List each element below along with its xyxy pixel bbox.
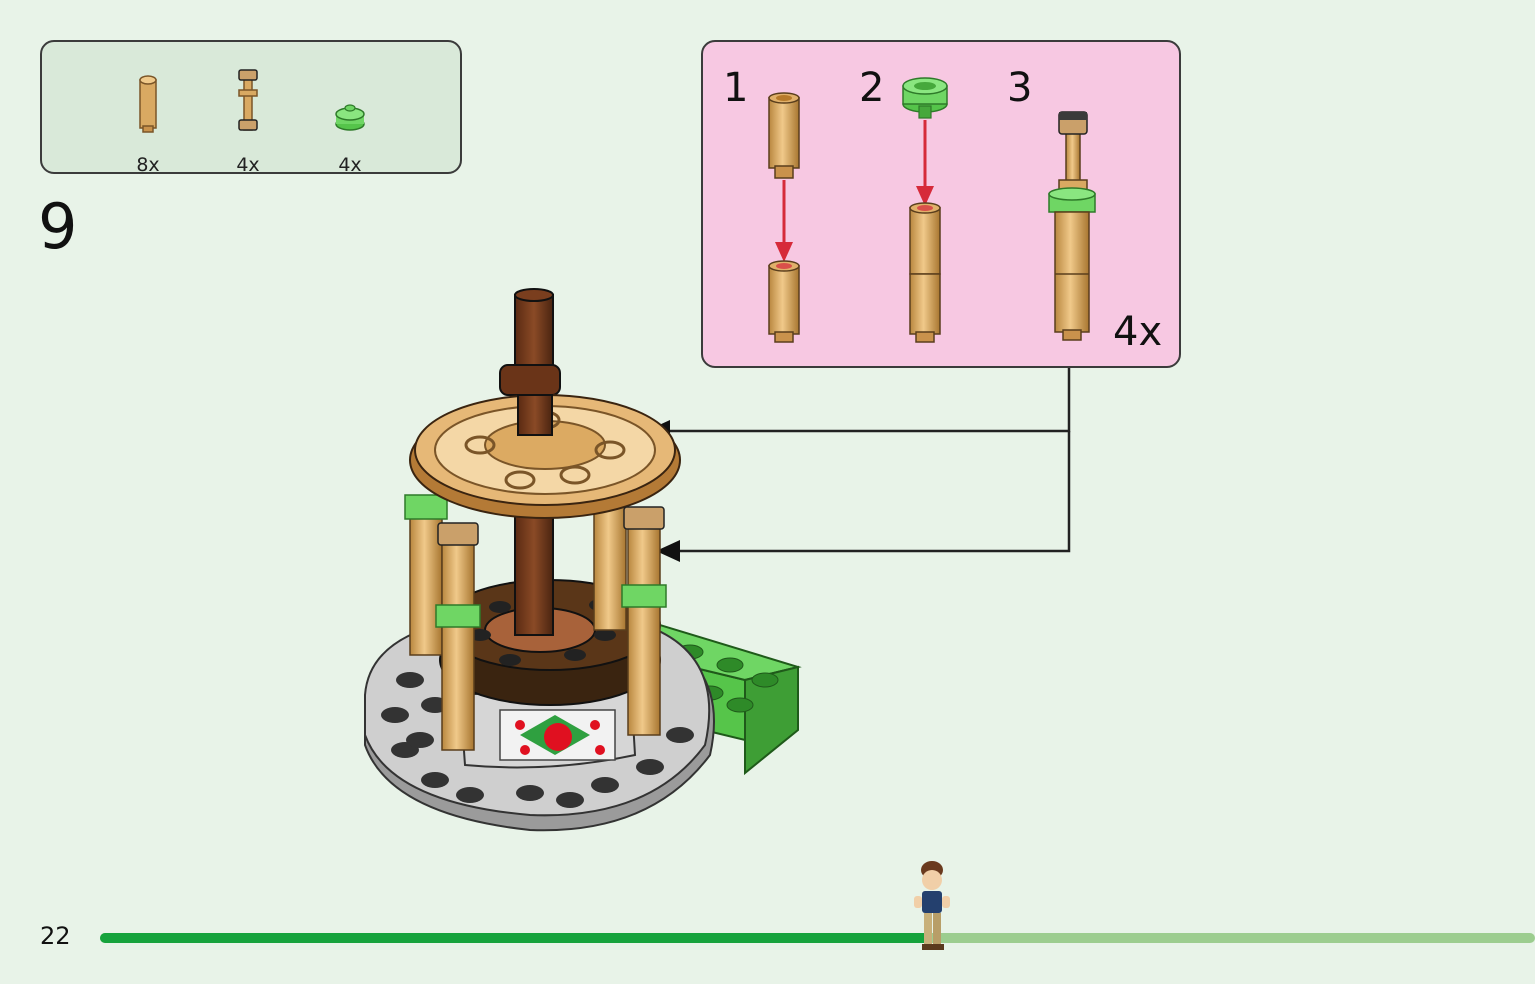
column-back-right	[593, 499, 627, 631]
sub-step-2-illustration	[902, 77, 948, 343]
callout-arrow-lower	[656, 540, 680, 562]
part-tan-bar-with-collar: 4x	[218, 62, 278, 176]
sub-assembly-box: 1 2 3	[701, 40, 1181, 368]
sub-assembly-multiplier: 4x	[1113, 309, 1163, 355]
tan-bar-with-collar-icon	[238, 69, 258, 131]
sub-step-3-illustration	[1048, 111, 1096, 341]
step-number: 9	[38, 190, 78, 263]
part-qty: 8x	[136, 154, 160, 176]
part-qty: 4x	[236, 154, 260, 176]
part-qty: 4x	[338, 154, 362, 176]
part-green-round-plate: 4x	[320, 62, 380, 176]
progress-bar	[100, 933, 1535, 943]
progress-bar-fill	[100, 933, 933, 943]
sub-assembly-illustration	[768, 77, 1096, 343]
sub-step-1-illustration	[768, 92, 800, 343]
tan-bar-holder-icon	[139, 75, 157, 133]
sub-step-2-label: 2	[859, 65, 885, 111]
part-tan-bar-holder: 8x	[118, 62, 178, 176]
parts-list: 8x 4x 4x	[40, 40, 462, 176]
sub-step-3-label: 3	[1007, 65, 1033, 111]
column-front-left	[435, 522, 481, 751]
column-back-left	[404, 494, 448, 656]
sub-step-1-label: 1	[723, 65, 749, 111]
ornate-canopy	[409, 394, 681, 519]
green-round-plate-icon	[335, 104, 365, 131]
page-number: 22	[40, 922, 71, 950]
gazebo-model-illustration	[364, 288, 802, 832]
minifigure-progress-icon	[914, 861, 951, 950]
column-front-right	[621, 506, 667, 736]
